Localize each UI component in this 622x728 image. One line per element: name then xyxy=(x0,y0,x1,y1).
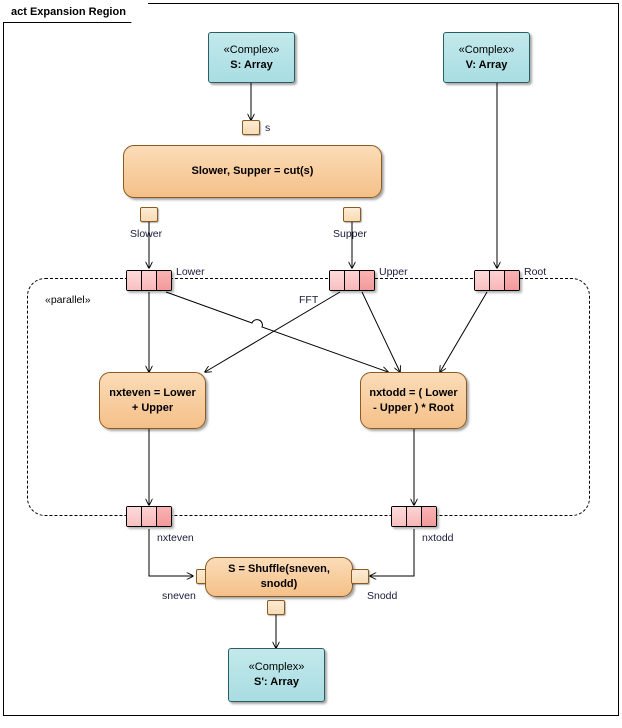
expansion-node-upper-cell-1 xyxy=(330,271,345,290)
expansion-node-upper-cell-2 xyxy=(345,271,360,290)
expansion-node-upper[interactable] xyxy=(329,270,375,291)
expansion-node-nxtodd-label: nxtodd xyxy=(422,532,454,544)
object-node-s-array-name: S: Array xyxy=(230,58,273,71)
expansion-node-lower-cell-2 xyxy=(142,271,157,290)
object-node-v-array-stereotype: «Complex» xyxy=(458,43,515,56)
expansion-node-lower-cell-3 xyxy=(157,271,171,290)
action-nxtodd-label: nxtodd = ( Lower - Upper ) * Root xyxy=(369,386,458,414)
expansion-node-nxteven-label: nxteven xyxy=(157,532,194,544)
action-shuffle[interactable]: S = Shuffle(sneven, snodd) xyxy=(205,557,353,597)
diagram-frame-label: act Expansion Region xyxy=(3,3,149,23)
expansion-region xyxy=(27,278,590,516)
expansion-node-lower[interactable] xyxy=(126,270,172,291)
expansion-node-nxtodd-cell-2 xyxy=(407,507,422,526)
object-node-s-array[interactable]: «Complex» S: Array xyxy=(208,32,295,83)
action-nxteven-label: nxteven = Lower + Upper xyxy=(109,386,196,414)
object-node-sprime-array-stereotype: «Complex» xyxy=(248,661,305,673)
expansion-node-nxteven-cell-2 xyxy=(142,507,157,526)
object-node-v-array[interactable]: «Complex» V: Array xyxy=(443,32,530,83)
expansion-node-nxteven[interactable] xyxy=(126,506,172,527)
expansion-node-root-cell-2 xyxy=(490,271,505,290)
object-node-v-array-name: V: Array xyxy=(465,58,508,71)
pin-snodd[interactable] xyxy=(351,569,369,584)
action-cut[interactable]: Slower, Supper = cut(s) xyxy=(123,145,382,198)
pin-slower-label: Slower xyxy=(130,228,163,240)
expansion-node-nxtodd[interactable] xyxy=(391,506,437,527)
pin-sneven-label: sneven xyxy=(162,590,196,602)
object-node-s-array-stereotype: «Complex» xyxy=(223,43,280,56)
pin-s-label: s xyxy=(265,122,271,134)
action-cut-label: Slower, Supper = cut(s) xyxy=(191,165,314,177)
expansion-node-nxteven-cell-1 xyxy=(127,507,142,526)
expansion-node-root-cell-1 xyxy=(475,271,490,290)
expansion-node-upper-cell-3 xyxy=(360,271,374,290)
expansion-region-name-label: FFT xyxy=(299,294,319,306)
pin-snodd-label: Snodd xyxy=(367,590,398,602)
pin-slower[interactable] xyxy=(140,207,158,222)
object-node-sprime-array[interactable]: «Complex» S': Array xyxy=(228,648,325,702)
expansion-region-stereotype: «parallel» xyxy=(45,294,91,306)
expansion-node-root[interactable] xyxy=(474,270,520,291)
pin-supper[interactable] xyxy=(343,207,361,222)
expansion-node-upper-label: Upper xyxy=(379,266,408,278)
object-node-sprime-array-name: S': Array xyxy=(253,676,299,688)
pin-shuffle-output[interactable] xyxy=(267,600,285,615)
expansion-node-root-label: Root xyxy=(524,266,547,278)
diagram-frame-label-text: act Expansion Region xyxy=(11,6,126,18)
expansion-node-nxteven-cell-3 xyxy=(157,507,171,526)
expansion-node-lower-cell-1 xyxy=(127,271,142,290)
expansion-node-nxtodd-cell-1 xyxy=(392,507,407,526)
action-nxtodd[interactable]: nxtodd = ( Lower - Upper ) * Root xyxy=(360,372,467,429)
action-shuffle-label: S = Shuffle(sneven, snodd) xyxy=(228,563,330,590)
pin-s[interactable] xyxy=(242,120,260,135)
action-nxteven[interactable]: nxteven = Lower + Upper xyxy=(99,372,206,429)
pin-supper-label: Supper xyxy=(333,228,367,240)
expansion-node-nxtodd-cell-3 xyxy=(422,507,436,526)
expansion-node-lower-label: Lower xyxy=(176,266,205,278)
expansion-node-root-cell-3 xyxy=(505,271,519,290)
